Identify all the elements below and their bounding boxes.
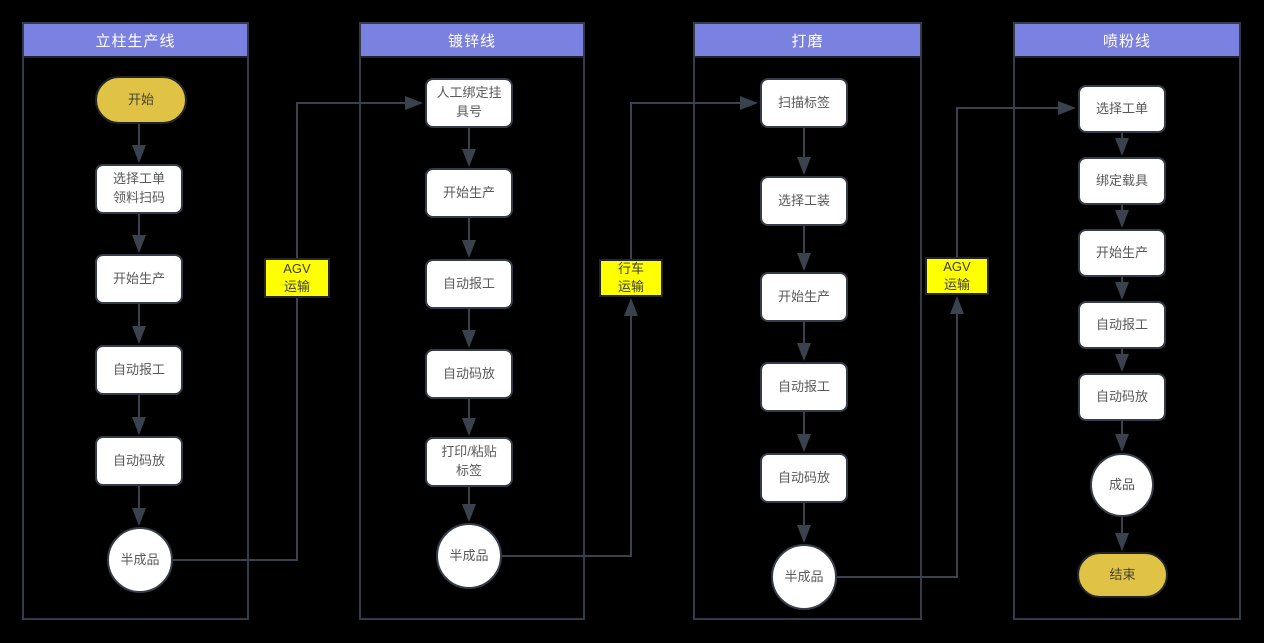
process-node-start-production-3: 开始生产 [760, 272, 848, 322]
process-node-auto-report-2: 自动报工 [425, 259, 513, 309]
edge-to-agv-2 [837, 296, 964, 578]
process-node-auto-report-1: 自动报工 [95, 345, 183, 395]
lane-title-polishing: 打磨 [695, 24, 920, 58]
edge-agv-1 [173, 96, 423, 561]
process-node-auto-stack-2: 自动码放 [425, 349, 513, 399]
start-node: 开始 [95, 76, 187, 124]
lane-title-galvanizing: 镀锌线 [361, 24, 583, 58]
lane-polishing: 打磨 [693, 22, 922, 620]
process-node-bind-hanger: 人工绑定挂 具号 [425, 78, 513, 128]
transport-label-agv-1: AGV 运输 [264, 258, 330, 298]
lane-title-column-production: 立柱生产线 [24, 24, 247, 58]
process-node-auto-stack-4: 自动码放 [1078, 373, 1166, 421]
end-node: 结束 [1077, 552, 1168, 598]
process-node-select-order-scan: 选择工单 领料扫码 [95, 164, 183, 214]
edge-to-crane-transport [502, 298, 638, 557]
output-circle-finished: 成品 [1090, 453, 1154, 517]
edge-agv-to-powder [956, 101, 1076, 257]
process-node-start-production-4: 开始生产 [1078, 229, 1166, 277]
lane-title-powder-coating: 喷粉线 [1015, 24, 1239, 58]
process-node-select-fixture: 选择工装 [760, 176, 848, 226]
output-circle-semi-finished-1: 半成品 [107, 527, 173, 593]
transport-label-crane: 行车 运输 [599, 259, 663, 297]
process-node-select-order: 选择工单 [1078, 85, 1166, 133]
output-circle-semi-finished-2: 半成品 [436, 523, 502, 589]
process-node-print-label: 打印/粘贴 标签 [425, 437, 513, 487]
process-node-start-production-2: 开始生产 [425, 168, 513, 218]
lane-column-production-line: 立柱生产线 [22, 22, 249, 620]
process-node-auto-report-4: 自动报工 [1078, 301, 1166, 349]
lane-galvanizing-line: 镀锌线 [359, 22, 585, 620]
process-node-bind-carrier: 绑定载具 [1078, 157, 1166, 205]
output-circle-semi-finished-3: 半成品 [771, 544, 837, 610]
process-node-auto-report-3: 自动报工 [760, 362, 848, 412]
process-node-start-production-1: 开始生产 [95, 254, 183, 304]
transport-label-agv-2: AGV 运输 [925, 257, 989, 295]
process-node-auto-stack-1: 自动码放 [95, 436, 183, 486]
lane-powder-coating-line: 喷粉线 [1013, 22, 1241, 620]
process-node-auto-stack-3: 自动码放 [760, 453, 848, 503]
process-node-scan-label: 扫描标签 [760, 78, 848, 128]
edge-crane-to-polishing [630, 96, 758, 259]
